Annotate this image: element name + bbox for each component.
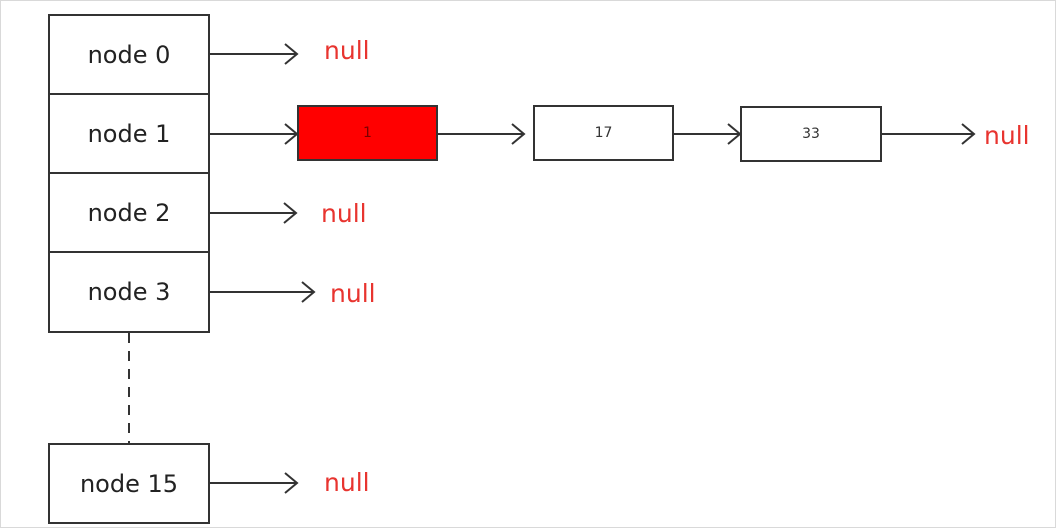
chain-node-value: 33 — [802, 126, 820, 142]
bucket-node-1: node 1 — [48, 93, 210, 174]
bucket-label: node 0 — [87, 40, 171, 69]
arrowhead-node2-null — [283, 202, 298, 224]
chain-node-value: 1 — [363, 125, 372, 141]
bucket-label: node 15 — [79, 469, 179, 498]
bucket-label: node 1 — [87, 119, 171, 148]
arrowhead-node0-null — [284, 43, 299, 65]
bucket-node-2: node 2 — [48, 172, 210, 253]
bucket-label: node 3 — [87, 278, 171, 306]
chain-node-highlighted: 1 — [297, 105, 438, 161]
bucket-label: node 2 — [87, 198, 171, 227]
arrowhead-node15-null — [284, 472, 299, 494]
arrowhead-node3-null — [301, 281, 316, 303]
null-label-node0: null — [324, 36, 370, 65]
null-label-chain-end: null — [984, 121, 1030, 150]
arrowhead-chain-1-17 — [511, 123, 526, 145]
arrowhead-chain-33-null — [961, 123, 976, 145]
chain-node-value: 17 — [594, 125, 613, 141]
bucket-node-0: node 0 — [48, 14, 210, 95]
chain-node: 17 — [533, 105, 674, 161]
null-label-node3: null — [330, 279, 376, 308]
null-label-node2: null — [321, 199, 367, 228]
bucket-node-3: node 3 — [48, 251, 210, 333]
bucket-node-15: node 15 — [48, 443, 210, 524]
chain-node: 33 — [740, 106, 882, 162]
null-label-node15: null — [324, 468, 370, 497]
